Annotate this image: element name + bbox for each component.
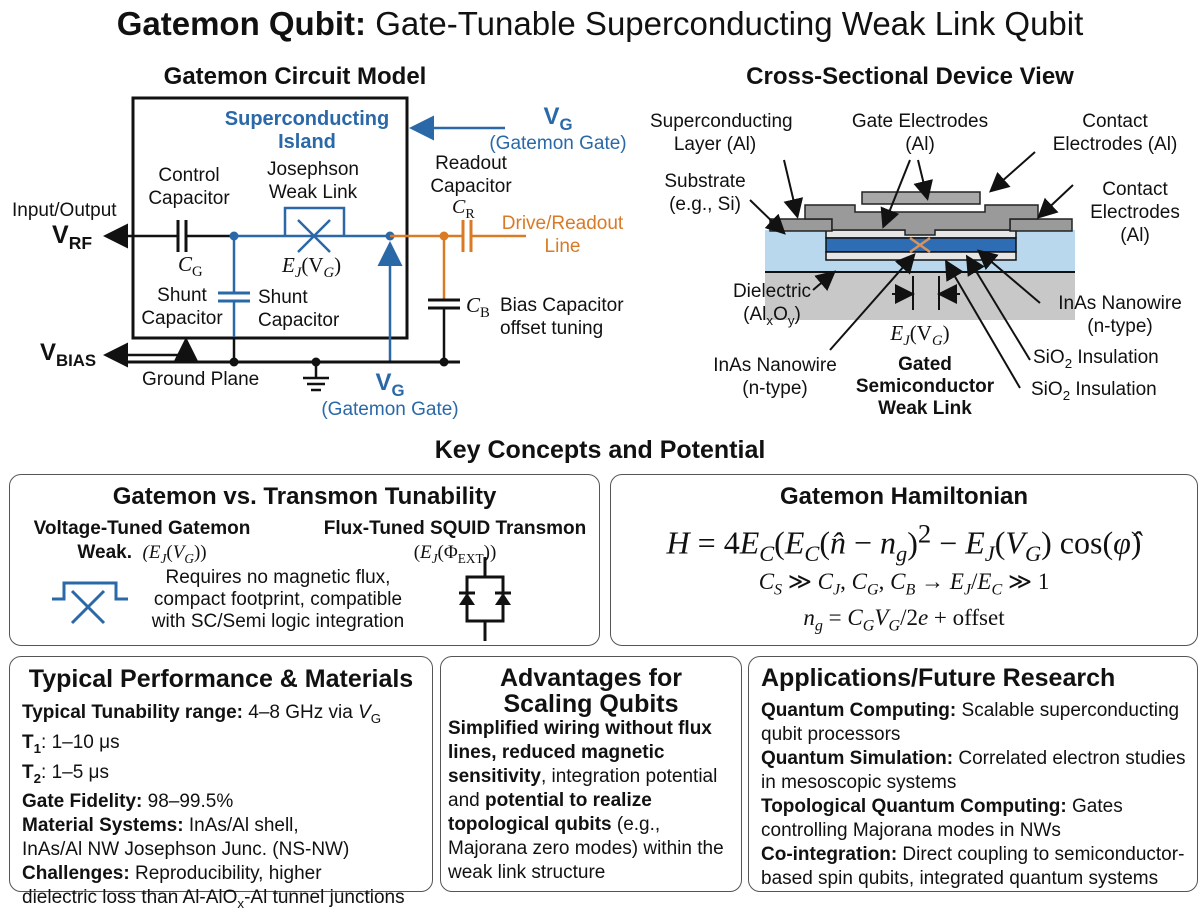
ej-device-label: EJ(VG): [890, 321, 950, 350]
island-label: Superconducting Island: [224, 108, 390, 153]
hamiltonian-panel: Gatemon Hamiltonian H = 4EC(EC(n̂ − ng)2…: [610, 474, 1198, 646]
sio2-label-1: SiO2 Insulation: [1033, 347, 1159, 371]
cr-symbol: CR: [452, 196, 475, 222]
perf-material-2: InAs/Al NW Josephson Junc. (NS-NW): [22, 839, 350, 861]
app-item: Topological Quantum Computing: Gates con…: [761, 796, 1123, 841]
contact-right-label: Contact Electrodes (Al): [1090, 179, 1180, 246]
title-bold: Gatemon Qubit:: [116, 5, 367, 42]
circuit-heading: Gatemon Circuit Model: [163, 63, 427, 90]
josephson-weak-link-icon: [52, 581, 128, 625]
jj-cross-2: [297, 219, 331, 253]
applications-title: Applications/Future Research: [761, 664, 1116, 692]
cb-symbol: CB: [466, 293, 490, 322]
circuit-diagram: [103, 96, 526, 392]
squid-icon: [459, 557, 511, 641]
perf-t1: T1: 1–10 μs: [22, 731, 120, 756]
substrate-label: Substrate (e.g., Si): [664, 171, 746, 215]
advantages-text: Simplified wiring without flux lines, re…: [448, 718, 724, 883]
weak-link-label: Gated Semiconductor Weak Link: [855, 354, 995, 419]
vg-bottom-label: VG (Gatemon Gate): [321, 369, 459, 421]
drive-readout-label: Drive/Readout Line: [501, 213, 624, 257]
hamiltonian-title: Gatemon Hamiltonian: [779, 483, 1029, 510]
performance-panel: Typical Performance & Materials Typical …: [9, 656, 433, 911]
perf-fidelity: Gate Fidelity: 98–99.5%: [22, 791, 234, 813]
inas-right-label: InAs Nanowire (n-type): [1058, 293, 1182, 337]
shunt-left-label: Shunt Capacitor: [141, 285, 223, 329]
device-diagram: [749, 151, 1075, 389]
ej-symbol: EJ(VG): [282, 253, 342, 282]
sio2-bottom: [825, 251, 1017, 261]
page-title: Gatemon Qubit: Gate-Tunable Superconduct…: [0, 5, 1200, 42]
perf-t2: T2: 1–5 μs: [22, 761, 109, 786]
contact-right: [1009, 218, 1073, 232]
squid-heading: Flux-Tuned SQUID Transmon (EJ(ΦEXT)): [323, 518, 587, 566]
advantages-panel: Advantages for Scaling Qubits Simplified…: [440, 656, 742, 892]
josephson-label: Josephson Weak Link: [267, 159, 359, 203]
inas-left-label: InAs Nanowire (n-type): [713, 355, 837, 399]
readout-cap-label: Readout Capacitor: [430, 153, 512, 197]
sio2-label-2: SiO2 Insulation: [1031, 379, 1157, 403]
sc-layer-label: Superconducting Layer (Al): [650, 111, 793, 155]
performance-title: Typical Performance & Materials: [28, 665, 414, 693]
applications-panel: Applications/Future Research Quantum Com…: [748, 656, 1198, 892]
tunability-title: Gatemon vs. Transmon Tunability: [112, 483, 497, 510]
contact-top-label: Contact Electrodes (Al): [1052, 111, 1178, 155]
gatemon-heading: Voltage-Tuned Gatemon Weak. (EJ(VG)): [33, 518, 251, 566]
perf-material: Material Systems: InAs/Al shell,: [22, 815, 299, 837]
perf-challenges: Challenges: Reproducibility, higher: [22, 863, 322, 885]
sc-layer: [804, 204, 1039, 236]
vrf-label: VRF: [52, 221, 93, 253]
hamiltonian-eq1: H = 4EC(EC(n̂ − ng)2 − EJ(VG) cos(φ̂): [666, 518, 1142, 567]
perf-tunability: Typical Tunability range: 4–8 GHz via VG: [22, 702, 382, 726]
perf-challenges-2: dielectric loss than Al-AlOx-Al tunnel j…: [22, 887, 405, 912]
vg-top-label: VG (Gatemon Gate): [489, 103, 627, 155]
app-item: Quantum Simulation: Correlated electron …: [761, 748, 1186, 793]
island-box: [131, 96, 409, 340]
hamiltonian-eq2: CS ≫ CJ, CG, CB → EJ/EC ≫ 1: [758, 569, 1050, 599]
cg-symbol: CG: [178, 252, 203, 281]
dielectric-label: Dielectric (AlxOy): [732, 281, 812, 328]
jj-box: [283, 206, 346, 236]
ground-icon: [303, 362, 329, 392]
tunability-desc: Requires no magnetic flux, compact footp…: [151, 567, 405, 632]
advantages-title: Advantages for Scaling Qubits: [500, 664, 682, 718]
control-cap-label: Control Capacitor: [148, 165, 230, 209]
vbias-label: VBIAS: [40, 339, 97, 370]
device-heading: Cross-Sectional Device View: [746, 63, 1074, 90]
gate-electrodes-label: Gate Electrodes (Al): [851, 111, 989, 155]
io-label: Input/Output: [12, 200, 117, 221]
applications-list: Quantum Computing: Scalable superconduct…: [761, 699, 1193, 891]
app-item: Quantum Computing: Scalable superconduct…: [761, 700, 1180, 745]
title-rest: Gate-Tunable Superconducting Weak Link Q…: [366, 5, 1084, 42]
performance-list: Typical Tunability range: 4–8 GHz via VG…: [22, 701, 405, 916]
ground-plane-label: Ground Plane: [142, 369, 260, 390]
tunability-panel: Gatemon vs. Transmon Tunability Voltage-…: [9, 474, 600, 646]
hamiltonian-eq3: ng = CGVG/2e + offset: [803, 605, 1005, 635]
key-concepts-heading: Key Concepts and Potential: [434, 436, 766, 464]
app-item: Co-integration: Direct coupling to semic…: [761, 844, 1185, 889]
bias-cap-label: Bias Capacitor offset tuning: [500, 295, 624, 339]
gate-electrode: [861, 191, 981, 205]
shunt-right-label: Shunt Capacitor: [258, 287, 340, 331]
